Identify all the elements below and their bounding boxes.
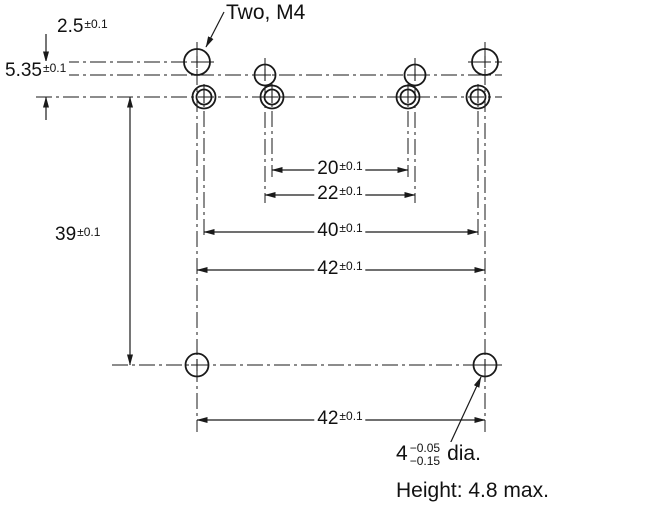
- diameter-note: 4−0.05−0.15 dia.: [396, 442, 481, 468]
- dim-value: 22: [317, 183, 339, 204]
- center-lines: [36, 42, 502, 432]
- hole-row2-col4-outer: [465, 84, 491, 110]
- dia-tolerance-stack: −0.05−0.15: [410, 442, 440, 467]
- dia-suffix: dia.: [447, 442, 481, 466]
- hole-row2-col4-inner: [469, 88, 487, 106]
- height-note: Height: 4.8 max.: [396, 479, 549, 503]
- hole-row2-col1-inner: [195, 88, 213, 106]
- dim-value: 42: [317, 258, 339, 279]
- dim-label-40: 40±0.1: [314, 220, 366, 242]
- dia-value: 4: [396, 442, 408, 466]
- hole-row2-col1-outer: [191, 84, 217, 110]
- dim-tolerance: ±0.1: [339, 221, 363, 235]
- dim-tolerance: ±0.1: [339, 159, 363, 173]
- dia-tol-lower: −0.15: [409, 453, 441, 468]
- dim-label-2-5: 2.5±0.1: [54, 16, 111, 38]
- dim-tolerance: ±0.1: [42, 61, 67, 75]
- dim-tolerance: ±0.1: [339, 184, 363, 198]
- hole-row2-col2-outer: [259, 84, 285, 110]
- dim-label-39: 39±0.1: [52, 224, 104, 246]
- hole-crosshairs: [191, 56, 491, 371]
- dim-label-22: 22±0.1: [314, 183, 366, 205]
- dim-tolerance: ±0.1: [84, 17, 108, 31]
- holes: [183, 48, 499, 378]
- dim-value: 2.5: [57, 16, 84, 37]
- hole-bottom-right: [472, 352, 498, 378]
- dim-tolerance: ±0.1: [339, 409, 363, 423]
- hole-row1-col2: [253, 63, 277, 87]
- dim-label-42-bottom: 42±0.1: [314, 408, 366, 430]
- dim-value: 20: [317, 158, 339, 179]
- hole-bottom-left: [184, 352, 210, 378]
- dim-label-5-35: 5.35±0.1: [2, 60, 70, 82]
- dim-value: 5.35: [5, 60, 42, 81]
- hole-row2-col3-outer: [395, 84, 421, 110]
- dim-tolerance: ±0.1: [77, 225, 101, 239]
- dim-label-42-mid: 42±0.1: [314, 258, 366, 280]
- dim-label-20: 20±0.1: [314, 158, 366, 180]
- dim-value: 40: [317, 220, 339, 241]
- dia-tol-upper: −0.05: [409, 441, 441, 455]
- m4-hole-right: [471, 48, 499, 76]
- m4-hole-left: [183, 48, 211, 76]
- leader-two-m4: [205, 11, 225, 48]
- hole-row1-col3: [403, 63, 427, 87]
- leader-dia: [448, 376, 482, 447]
- hole-row2-col3-inner: [399, 88, 417, 106]
- dim-tolerance: ±0.1: [339, 259, 363, 273]
- dim-value: 39: [55, 224, 77, 245]
- hole-row2-col2-inner: [263, 88, 281, 106]
- two-m4-note: Two, M4: [226, 1, 306, 25]
- dim-value: 42: [317, 408, 339, 429]
